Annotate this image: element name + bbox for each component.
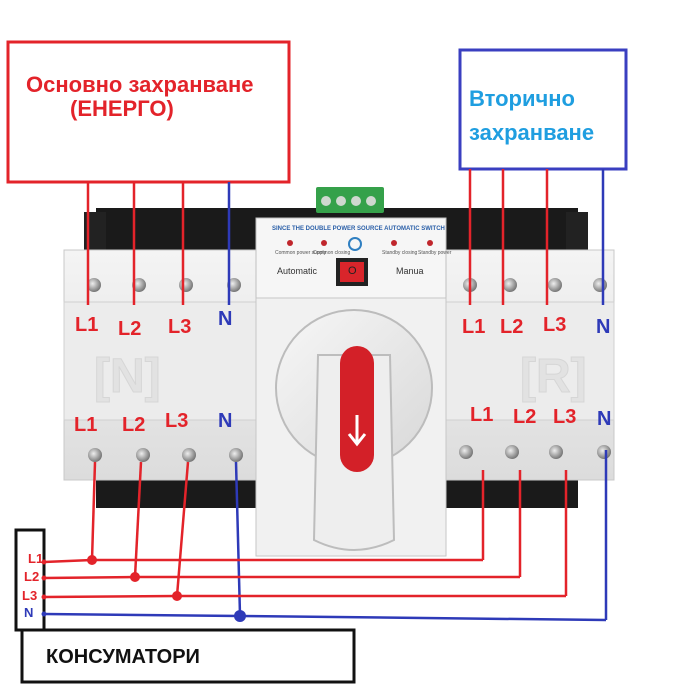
bottom-right-terminal-l2: L2 [513,406,537,428]
consumer-box [20,628,356,684]
switch-body-band-left [63,301,257,421]
switch-body-band-right [445,301,615,421]
indicator-label-4: Standby power [418,250,452,256]
bottom-screws [88,445,611,462]
primary-supply-box [6,40,291,184]
bottom-left-terminal-l1: L1 [74,414,98,436]
top-left-terminal-n: N [218,308,233,330]
top-left-terminal-l2: L2 [118,318,142,340]
top-right-terminal-l1: L1 [462,316,486,338]
junction-dots [41,555,246,622]
primary-supply-wires [86,182,231,305]
mounting-rail-right-ear [566,212,588,250]
bottom-right-terminal-n: N [597,408,612,430]
control-connector [316,187,384,213]
bottom-right-terminal-l3: L3 [553,406,577,428]
rotary-arrow-icon [347,415,367,447]
secondary-supply-title: Вторично захранване [469,86,595,145]
consumer-bus-lines [43,558,607,622]
bus-label-l2: L2 [24,569,40,584]
load-wires-right [481,450,608,620]
bottom-right-terminal-l1: L1 [470,404,494,426]
primary-supply-subtitle: (ЕНЕРГО) [70,96,174,121]
device-header-text: SINCE THE DOUBLE POWER SOURCE AUTOMATIC … [272,226,445,232]
indicator-label-3: Standby closing [382,250,418,256]
secondary-supply-box [458,48,628,171]
mode-manual-label: Manua [396,266,424,276]
indicator-label-2: Common closing [313,250,351,256]
top-right-terminal-n: N [596,316,611,338]
mode-automatic-label: Automatic [277,266,318,276]
rocker-switch-symbol: O [348,265,357,277]
top-left-terminal-l1: L1 [75,314,99,336]
bus-label-l3: L3 [22,588,38,603]
indicator-label-1: Common power supply [275,250,327,256]
rotary-knob-red-grip[interactable] [340,346,374,472]
indicator-leds [287,237,433,251]
bus-label-n: N [24,605,34,620]
top-right-terminal-l3: L3 [543,314,567,336]
top-left-terminal-l3: L3 [168,316,192,338]
mounting-rail-left-ear [84,212,106,250]
mode-rocker-switch[interactable] [340,262,364,282]
control-connector-screws [321,196,376,206]
embossed-r-mark: [R] [520,350,587,403]
primary-supply-title: Основно захранване [26,72,254,97]
embossed-n-mark: [N] [94,350,161,403]
load-wires-left [90,461,242,616]
consumers-label: КОНСУМАТОРИ [46,646,200,668]
bottom-left-terminal-l2: L2 [122,414,146,436]
bus-label-l1: L1 [28,551,44,566]
secondary-supply-wires [468,169,605,305]
bottom-left-terminal-n: N [218,410,233,432]
top-right-terminal-l2: L2 [500,316,524,338]
bottom-left-terminal-l3: L3 [165,410,189,432]
